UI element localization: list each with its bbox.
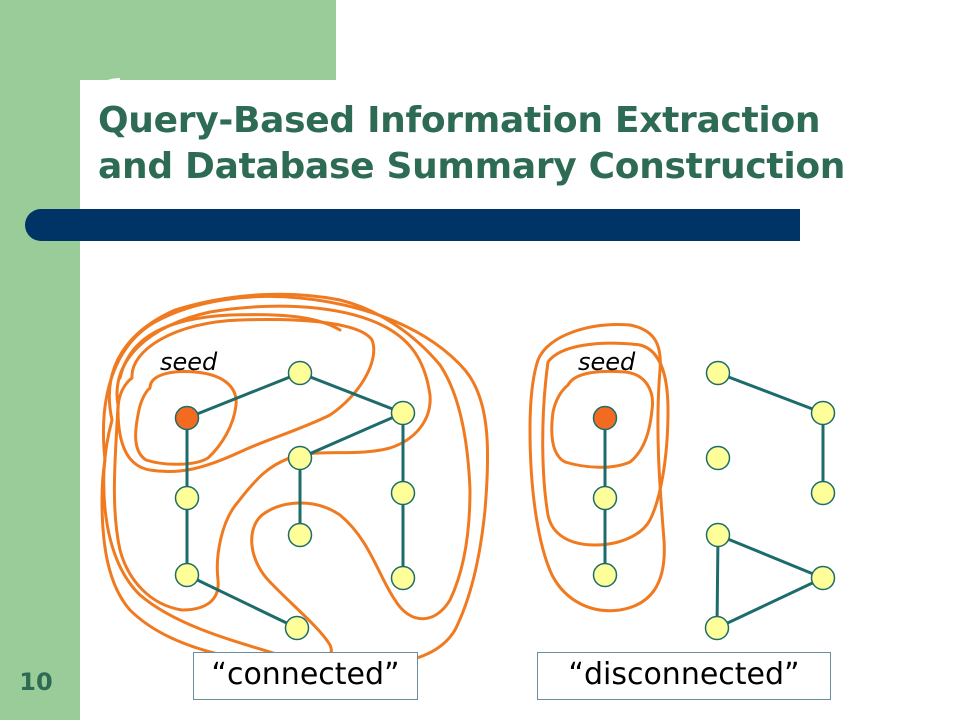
edge-seed-n1 — [185, 371, 302, 420]
edge-r3-r4 — [716, 371, 825, 415]
graph-node — [810, 400, 836, 426]
graph-node — [287, 445, 313, 471]
connected-outlines — [100, 292, 490, 669]
graph-node — [705, 360, 731, 386]
graph-node — [705, 522, 731, 548]
seed-node — [174, 405, 200, 431]
graph-node — [705, 445, 731, 471]
graph-node — [287, 360, 313, 386]
sidebar-band — [0, 0, 80, 720]
graph-node — [592, 485, 618, 511]
outline-loop-2 — [116, 318, 376, 474]
graph-node — [390, 400, 416, 426]
disconnected-graph-edges — [603, 371, 825, 630]
graph-node — [810, 565, 836, 591]
graph-node — [390, 565, 416, 591]
title-line-1: Query-Based Information Extraction — [98, 100, 821, 141]
graph-node — [810, 480, 836, 506]
graph-node — [704, 615, 730, 641]
edge-r7-r9 — [715, 533, 720, 630]
graph-node — [174, 485, 200, 511]
slide-number: 10 — [19, 668, 53, 696]
slide-title: Query-Based Information Extraction and D… — [98, 98, 918, 190]
disconnected-caption: “disconnected” — [537, 652, 831, 700]
edge-n4-n5 — [185, 573, 299, 630]
edge-r7-r8 — [716, 533, 825, 580]
title-divider-bar — [25, 209, 800, 241]
edge-r8-r9 — [715, 576, 825, 630]
outline-seed-left — [134, 370, 238, 466]
seed-label-right: seed — [578, 348, 636, 376]
graph-node — [284, 615, 310, 641]
seed-label-left: seed — [160, 348, 218, 376]
outline-right-loop-2 — [541, 341, 670, 547]
outline-seed-right — [550, 369, 655, 469]
connected-caption: “connected” — [193, 652, 418, 700]
outline-loop-5 — [100, 294, 490, 669]
title-line-2: and Database Summary Construction — [98, 146, 846, 187]
outline-right-loop-3 — [528, 323, 666, 613]
graph-node — [592, 562, 618, 588]
outline-loop-4 — [102, 292, 472, 663]
connected-graph-edges — [185, 371, 405, 630]
header-band — [80, 0, 336, 80]
graph-node — [174, 562, 200, 588]
edge-n2-n6 — [298, 411, 405, 460]
graph-node — [390, 480, 416, 506]
graph-node — [287, 522, 313, 548]
connected-graph-nodes — [174, 360, 416, 641]
disconnected-outlines — [528, 323, 670, 613]
seed-node — [592, 405, 618, 431]
disconnected-graph-nodes — [592, 360, 836, 641]
edge-n1-n2 — [298, 371, 405, 415]
outline-loop-6 — [118, 313, 342, 380]
